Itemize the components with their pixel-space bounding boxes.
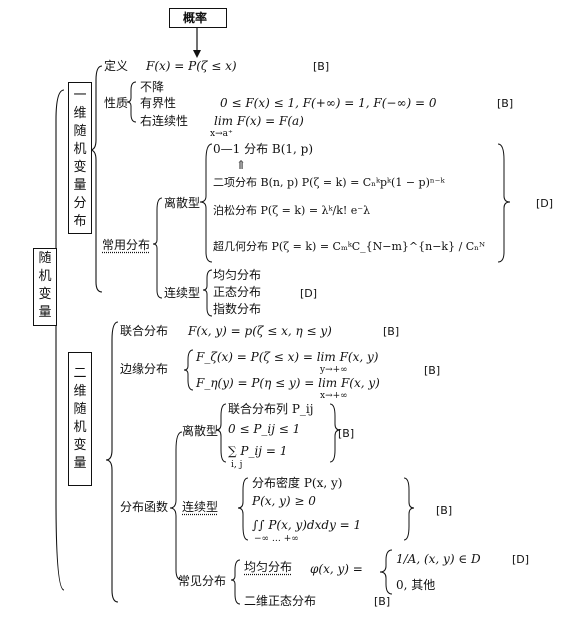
branch1-label: 一维随机变量分布 (73, 88, 87, 229)
uniform-case-1: 1/A, (x, y) ∈ D (396, 552, 481, 566)
marginal-fx-sub: y→+∞ (320, 365, 348, 375)
discrete-tag: [D] (536, 197, 554, 210)
property-tag: [B] (497, 97, 514, 110)
distfunc-discrete-item-1: 联合分布列 P_ij (228, 402, 314, 416)
uniform-case-2: 0, 其他 (396, 578, 436, 592)
distfunc-continuous-tag: [B] (436, 504, 453, 517)
discrete-label: 离散型 (164, 196, 201, 210)
branch1-box: 一维随机变量分布 (68, 82, 92, 234)
uniform-formula: φ(x, y) = (310, 562, 363, 576)
distfunc-continuous-item-1: 分布密度 P(x, y) (252, 476, 343, 490)
branch2-label: 二维随机变量 (73, 366, 87, 471)
property-label: 性质 (104, 96, 129, 110)
distfunc-discrete-label: 离散型 (182, 424, 219, 438)
normal2d-label: 二维正态分布 (244, 594, 317, 608)
joint-formula: F(x, y) = p(ζ ≤ x, η ≤ y) (188, 324, 332, 338)
joint-tag: [B] (383, 325, 400, 338)
uniform-label: 均匀分布 (244, 560, 293, 574)
continuous-item-3: 指数分布 (213, 302, 262, 316)
continuous-tag: [D] (300, 287, 318, 300)
continuous-label: 连续型 (164, 286, 201, 300)
discrete-item-3: 泊松分布 P(ζ = k) = λᵏ/k! e⁻λ (213, 204, 371, 217)
discrete-item-2: 二项分布 B(n, p) P(ζ = k) = Cₙᵏpᵏ(1 − p)ⁿ⁻ᵏ (213, 176, 445, 189)
uniform-tag: [D] (512, 553, 530, 566)
distfunc-discrete-item-2: 0 ≤ P_ij ≤ 1 (228, 422, 301, 436)
distfunc-discrete-item-3: ∑ P_ij = 1 (228, 444, 288, 458)
normal2d-tag: [B] (374, 595, 391, 608)
discrete-item-1: 0—1 分布 B(1, p) (213, 142, 314, 156)
property-item-2: 有界性 (140, 96, 177, 110)
definition-tag: [B] (313, 60, 330, 73)
root-label: 随机变量 (38, 251, 52, 320)
joint-label: 联合分布 (120, 324, 169, 338)
distfunc-continuous-item-3: ∫∫ P(x, y)dxdy = 1 (252, 518, 362, 532)
definition-formula: F(x) = P(ζ ≤ x) (146, 59, 237, 73)
root-box: 随机变量 (33, 248, 57, 326)
property-item-1: 不降 (140, 80, 165, 94)
page-title: 概率 (183, 11, 208, 25)
distfunc-continuous-label: 连续型 (182, 500, 219, 514)
common-label: 常用分布 (102, 238, 151, 252)
marginal-fx: F_ζ(x) = P(ζ ≤ x) = lim F(x, y) (196, 350, 379, 364)
distfunc-discrete-sub: i, j (231, 460, 243, 470)
continuous-item-2: 正态分布 (213, 285, 262, 299)
title-box: 概率 (169, 8, 227, 28)
marginal-label: 边缘分布 (120, 362, 169, 376)
branch2-box: 二维随机变量 (68, 352, 92, 486)
definition-label: 定义 (104, 59, 129, 73)
distfunc-continuous-item-2: P(x, y) ≥ 0 (252, 494, 316, 508)
discrete-item-arrow: ⇑ (236, 158, 247, 172)
discrete-item-4: 超几何分布 P(ζ = k) = CₘᵏC_{N−m}^{n−k} / Cₙᴺ (213, 240, 486, 253)
marginal-fy: F_η(y) = P(η ≤ y) = lim F(x, y) (196, 376, 380, 390)
distfunc-common-label: 常见分布 (178, 574, 227, 588)
continuous-item-1: 均匀分布 (213, 268, 262, 282)
distfunc-discrete-tag: [B] (338, 427, 355, 440)
property-rightcont-sub: x→a⁺ (210, 129, 233, 139)
property-rightcont: lim F(x) = F(a) (214, 114, 304, 128)
property-item-3: 右连续性 (140, 114, 189, 128)
marginal-tag: [B] (424, 364, 441, 377)
marginal-fy-sub: x→+∞ (320, 391, 348, 401)
property-bounded: 0 ≤ F(x) ≤ 1, F(+∞) = 1, F(−∞) = 0 (220, 96, 437, 110)
distfunc-continuous-limits: −∞ … +∞ (254, 534, 299, 544)
distfunc-label: 分布函数 (120, 500, 169, 514)
